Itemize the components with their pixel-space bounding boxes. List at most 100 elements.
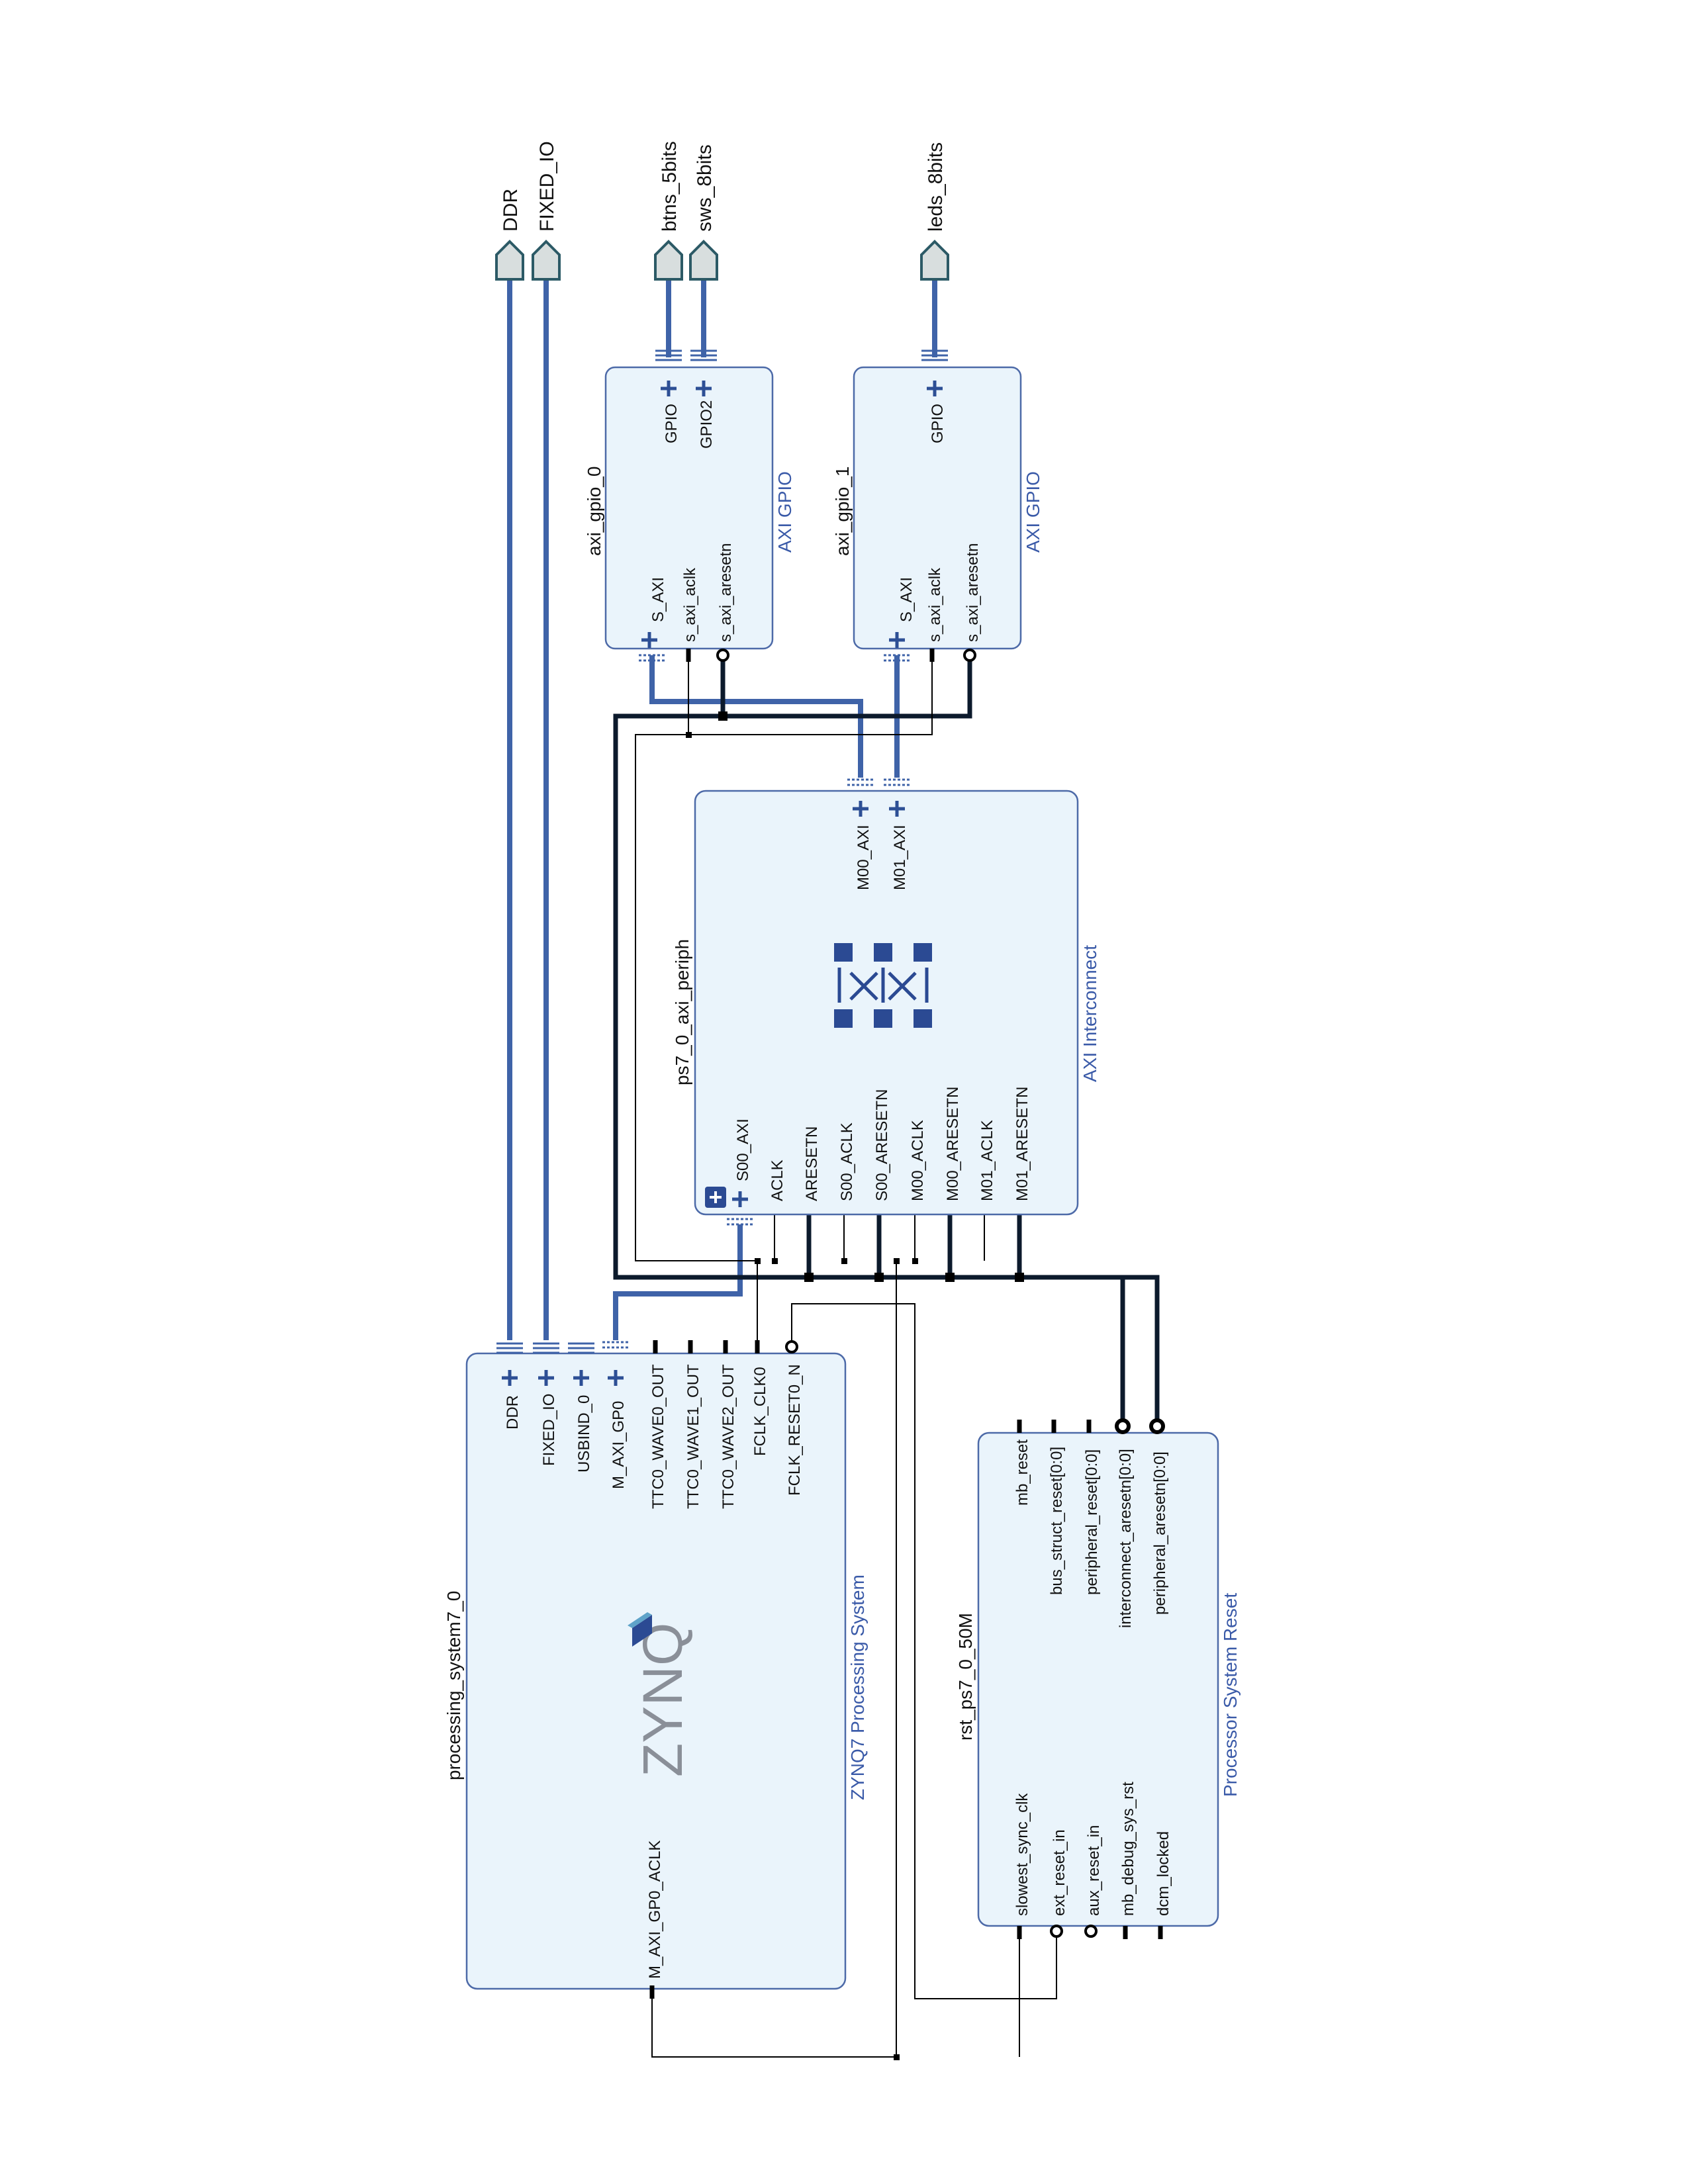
port-arrow-icon — [495, 240, 524, 281]
fixed-io-pin[interactable]: FIXED_IO — [533, 1342, 559, 1466]
inverted-pin-icon — [1115, 1418, 1131, 1434]
pin-label: slowest_sync_clk — [1013, 1793, 1031, 1916]
junction — [945, 1273, 955, 1282]
mb-reset-pin[interactable]: mb_reset — [1013, 1420, 1031, 1506]
pin-label: mb_reset — [1013, 1439, 1031, 1506]
axi-interconnect-block[interactable]: ps7_0_axi_periph AXI Interconnect — [672, 778, 1100, 1226]
pin-label: TTC0_WAVE1_OUT — [684, 1364, 702, 1509]
pin-label: peripheral_reset[0:0] — [1083, 1449, 1101, 1595]
ip-type-label: ZYNQ7 Processing System — [847, 1574, 868, 1800]
pin-label: TTC0_WAVE2_OUT — [720, 1364, 737, 1509]
ip-type-label: Processor System Reset — [1220, 1593, 1241, 1797]
ttc0-wave1-pin[interactable]: TTC0_WAVE1_OUT — [684, 1340, 702, 1509]
pin-label: bus_struct_reset[0:0] — [1048, 1447, 1066, 1595]
inverted-pin-icon — [1149, 1418, 1165, 1434]
pin-label: M01_AXI — [891, 825, 909, 890]
pin-label: GPIO — [663, 404, 680, 443]
plus-icon — [538, 1370, 554, 1386]
junction — [1015, 1273, 1024, 1282]
m00-axi-pin[interactable]: M00_AXI — [847, 778, 874, 890]
plus-icon — [608, 1370, 624, 1386]
leds-port-label: leds_8bits — [925, 142, 947, 232]
axi-gpio-0-block[interactable]: axi_gpio_0 AXI GPIO S_AXI s_axi_aclk s_a… — [584, 349, 795, 662]
plus-icon — [641, 632, 657, 648]
gpio-pin[interactable]: GPIO — [921, 349, 948, 443]
inverted-pin-icon — [1084, 1925, 1098, 1938]
zynq-block[interactable]: processing_system7_0 ZYNQ7 Processing Sy… — [444, 1340, 868, 1999]
pin-label: S_AXI — [898, 577, 915, 622]
pin-label: FCLK_RESET0_N — [786, 1364, 804, 1496]
pin-label: M01_ACLK — [978, 1120, 996, 1201]
axi-gpio-1-block[interactable]: axi_gpio_1 AXI GPIO S_AXI s_axi_aclk s_a… — [832, 349, 1043, 662]
pin-label: s_axi_aclk — [926, 567, 944, 642]
sws-port-label: sws_8bits — [694, 144, 716, 232]
slowest-sync-clk-pin[interactable]: slowest_sync_clk — [1013, 1793, 1031, 1939]
pin-label: S00_AXI — [734, 1118, 752, 1181]
inverted-pin-icon — [716, 649, 729, 662]
ip-type-label: AXI Interconnect — [1080, 945, 1100, 1082]
s-axi-pin[interactable]: S_AXI — [884, 577, 915, 662]
inverted-pin-icon — [1050, 1925, 1063, 1938]
port-arrow-icon — [532, 240, 561, 281]
fclk-reset-net — [791, 1303, 1057, 1999]
m-axi-gp0-aclk-pin[interactable]: M_AXI_GP0_ACLK — [646, 1841, 664, 1999]
inverted-pin-icon — [785, 1340, 798, 1353]
s-axi-pin[interactable]: S_AXI — [639, 577, 667, 662]
inverted-pin-icon — [963, 649, 976, 662]
sws-port[interactable]: sws_8bits — [689, 144, 718, 281]
plus-icon — [573, 1370, 589, 1386]
peripheral-aresetn-net — [613, 655, 1160, 1426]
ddr-pin[interactable]: DDR — [496, 1342, 523, 1430]
pin-label: ARESETN — [803, 1126, 821, 1201]
leds-port[interactable]: leds_8bits — [920, 142, 949, 281]
pin-label: S00_ACLK — [838, 1122, 856, 1201]
gpio-pin[interactable]: GPIO — [655, 349, 682, 443]
zynq-logo-mark-icon — [632, 1615, 652, 1647]
aux-reset-in-pin[interactable]: aux_reset_in — [1084, 1825, 1103, 1938]
fixed-io-port[interactable]: FIXED_IO — [532, 141, 561, 281]
btns-port-label: btns_5bits — [659, 141, 680, 232]
plus-icon — [696, 381, 712, 396]
peripheral-aresetn-pin[interactable]: peripheral_aresetn[0:0] — [1149, 1418, 1169, 1615]
fclk-reset0-pin[interactable]: FCLK_RESET0_N — [785, 1340, 804, 1496]
dcm-locked-pin[interactable]: dcm_locked — [1154, 1831, 1172, 1939]
usbind-pin[interactable]: USBIND_0 — [568, 1342, 594, 1473]
s00-axi-pin[interactable]: S00_AXI — [727, 1118, 753, 1226]
pin-label: M00_ACLK — [909, 1120, 927, 1201]
pin-label: ACLK — [769, 1160, 786, 1201]
interconnect-aresetn-pin[interactable]: interconnect_aresetn[0:0] — [1115, 1418, 1135, 1628]
pin-label: DDR — [504, 1395, 522, 1430]
junction — [874, 1273, 884, 1282]
wires — [507, 278, 1160, 2060]
ttc0-wave2-pin[interactable]: TTC0_WAVE2_OUT — [720, 1340, 737, 1509]
m01-axi-pin[interactable]: M01_AXI — [884, 778, 910, 890]
proc-sys-reset-block[interactable]: rst_ps7_0_50M Processor System Reset mb_… — [955, 1418, 1241, 1939]
pin-label: ext_reset_in — [1051, 1829, 1068, 1916]
fclk-clk0-pin[interactable]: FCLK_CLK0 — [751, 1340, 769, 1456]
plus-icon — [502, 1370, 518, 1386]
m-axi-gp0-pin[interactable]: M_AXI_GP0 — [602, 1341, 629, 1489]
ext-reset-in-pin[interactable]: ext_reset_in — [1050, 1829, 1068, 1938]
pin-label: aux_reset_in — [1085, 1825, 1103, 1916]
junction — [755, 1258, 761, 1264]
bus-struct-reset-pin[interactable]: bus_struct_reset[0:0] — [1048, 1420, 1066, 1595]
pin-label: M00_ARESETN — [944, 1087, 962, 1201]
pin-label: s_axi_aresetn — [717, 543, 735, 642]
junction — [686, 732, 692, 738]
peripheral-reset-pin[interactable]: peripheral_reset[0:0] — [1083, 1420, 1101, 1595]
expand-button[interactable] — [705, 1187, 726, 1208]
pin-label: interconnect_aresetn[0:0] — [1117, 1449, 1135, 1628]
pin-label: TTC0_WAVE0_OUT — [649, 1364, 667, 1509]
zynq-logo-text: ZYNQ — [632, 1623, 694, 1777]
ttc0-wave0-pin[interactable]: TTC0_WAVE0_OUT — [649, 1340, 667, 1509]
mb-debug-sys-rst-pin[interactable]: mb_debug_sys_rst — [1119, 1782, 1137, 1939]
port-arrow-icon — [654, 240, 683, 281]
btns-port[interactable]: btns_5bits — [654, 141, 683, 281]
ddr-port[interactable]: DDR — [495, 189, 524, 281]
plus-icon — [661, 381, 677, 396]
gpio2-pin[interactable]: GPIO2 — [690, 349, 717, 449]
junction — [718, 711, 727, 721]
plus-icon — [889, 632, 905, 648]
instance-name: ps7_0_axi_periph — [672, 939, 692, 1085]
pin-label: GPIO — [929, 404, 947, 443]
